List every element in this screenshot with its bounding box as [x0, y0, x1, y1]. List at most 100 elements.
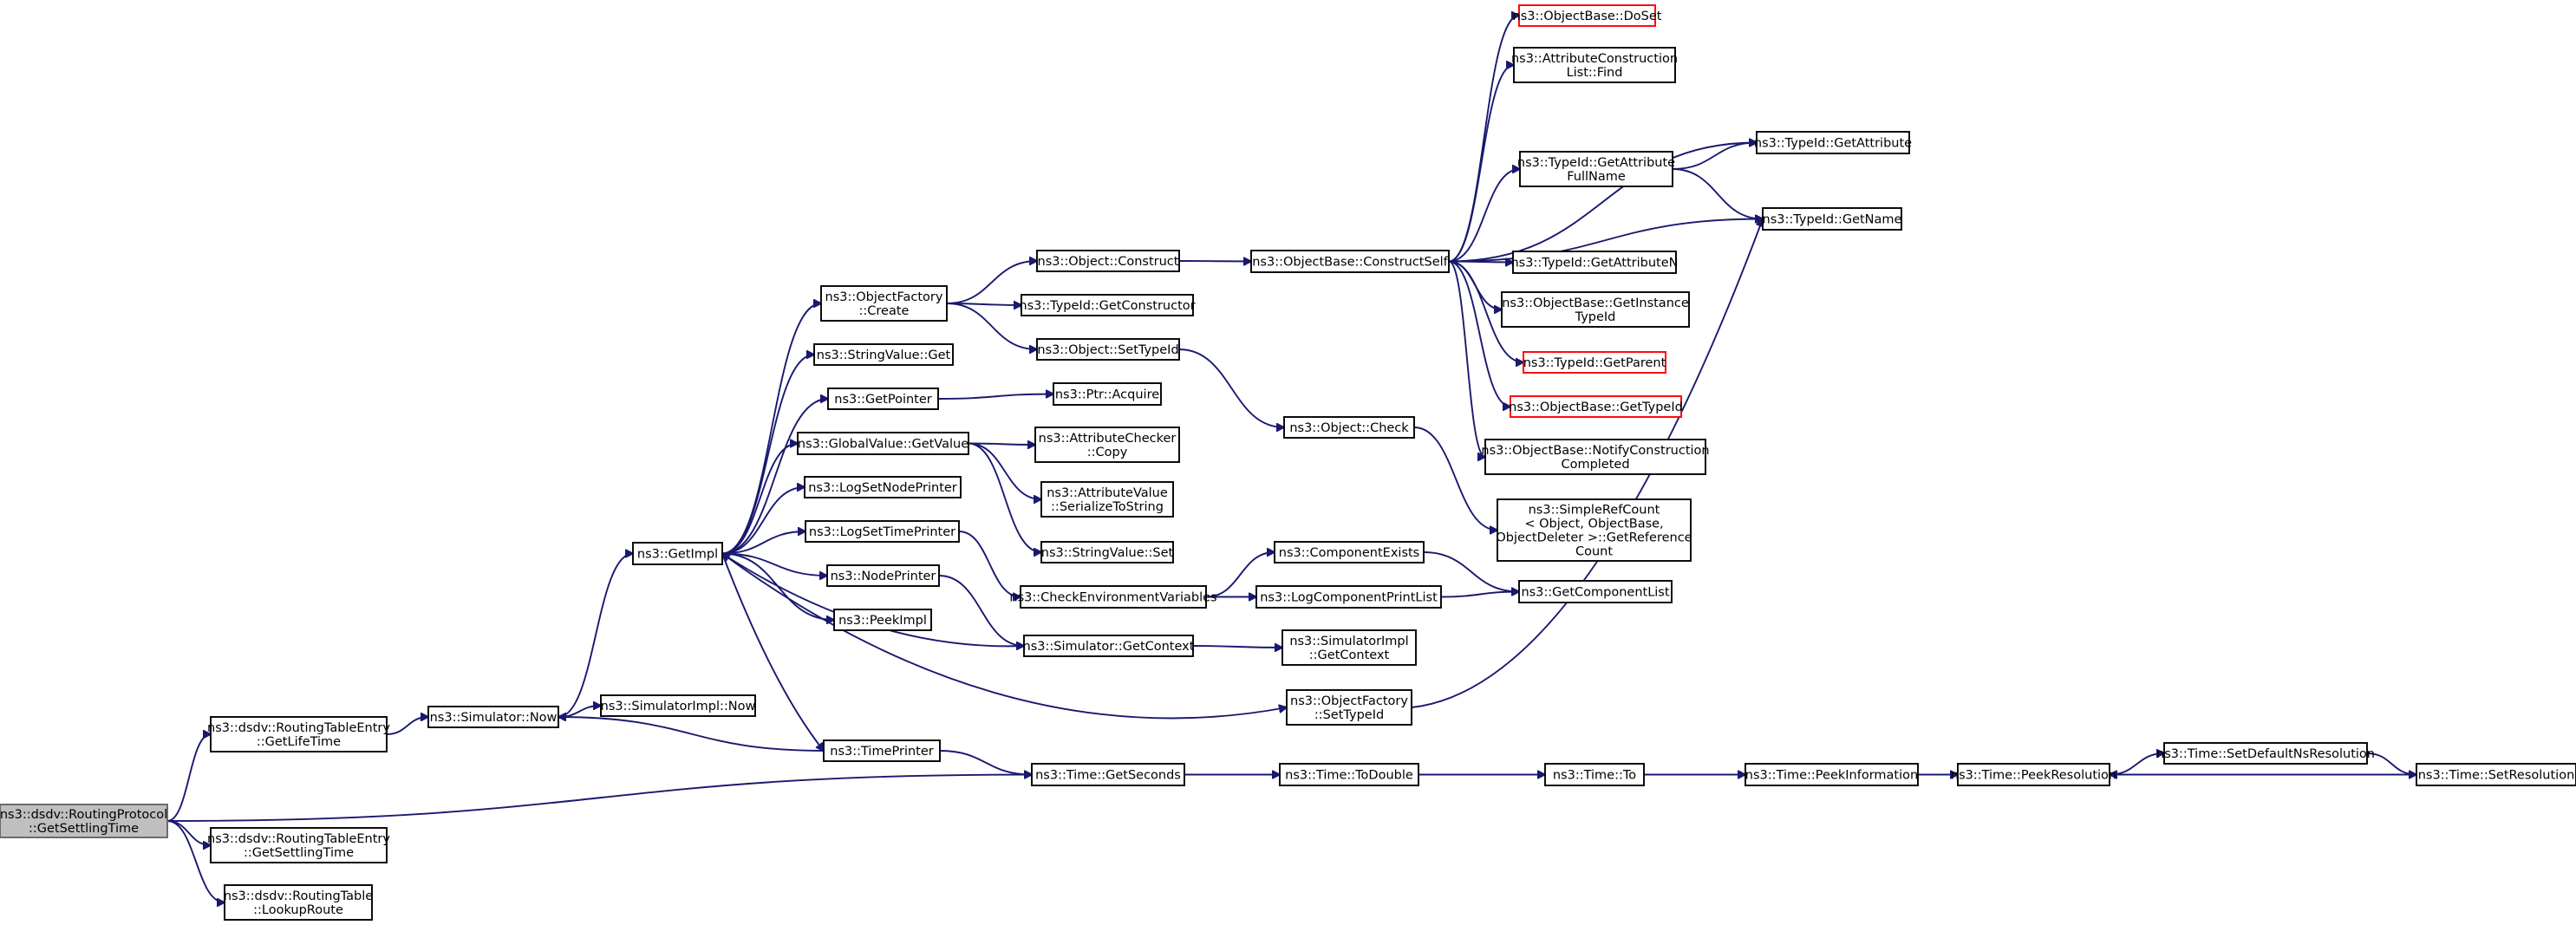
node-label: ::GetSettlingTime: [244, 846, 354, 860]
edge-objbase-constructself-to-objbase-notifyconstruction: [1448, 260, 1485, 458]
node-typeid-getattributen[interactable]: ns3::TypeId::GetAttributeN: [1510, 251, 1679, 274]
edge-objbase-constructself-to-objbase-doset: [1448, 16, 1519, 263]
node-label: ns3::LogComponentPrintList: [1260, 591, 1438, 605]
node-label: ns3::Time::PeekInformation: [1745, 769, 1918, 783]
edge-logcomponentprintlist-to-getcomponentlist: [1440, 592, 1519, 598]
edge-path: [1448, 65, 1514, 263]
node-stringvalue-get[interactable]: ns3::StringValue::Get: [813, 343, 954, 366]
edge-path: [1440, 592, 1519, 598]
node-label: ns3::dsdv::RoutingTable: [224, 889, 373, 903]
node-timeprinter[interactable]: ns3::TimePrinter: [823, 739, 941, 762]
edge-path: [558, 554, 633, 718]
edge-path: [1672, 168, 1763, 219]
node-time-to[interactable]: ns3::Time::To: [1544, 763, 1645, 786]
node-simplerefcount[interactable]: ns3::SimpleRefCount< Object, ObjectBase,…: [1496, 498, 1692, 562]
node-logcomponentprintlist[interactable]: ns3::LogComponentPrintList: [1255, 585, 1442, 609]
node-time-getseconds[interactable]: ns3::Time::GetSeconds: [1031, 763, 1185, 786]
edge-path: [968, 444, 1035, 446]
node-label: ns3::PeekImpl: [838, 614, 927, 628]
edge-getimpl-to-nodeprinter: [721, 552, 827, 576]
node-label: ::SerializeToString: [1051, 500, 1164, 514]
node-sim-getcontext[interactable]: ns3::Simulator::GetContext: [1023, 635, 1195, 657]
node-logsetnodeprinter[interactable]: ns3::LogSetNodePrinter: [804, 476, 962, 498]
node-object-construct[interactable]: ns3::Object::Construct: [1036, 250, 1180, 272]
edge-getimpl-to-objfactory-settypeid: [721, 552, 1287, 720]
node-label: ns3::TypeId::GetConstructor: [1019, 299, 1195, 313]
node-label: < Object, ObjectBase,: [1524, 518, 1663, 531]
edge-path: [721, 303, 821, 555]
node-nodeprinter[interactable]: ns3::NodePrinter: [826, 564, 940, 587]
node-box: [833, 609, 932, 631]
node-objbase-gettypeid[interactable]: ns3::ObjectBase::GetTypeId: [1509, 395, 1683, 418]
node-box: [827, 388, 939, 410]
node-box: [1283, 416, 1415, 439]
edge-path: [1205, 552, 1275, 598]
node-logsettimeprinter[interactable]: ns3::LogSetTimePrinter: [805, 520, 960, 543]
edge-path: [1448, 16, 1519, 263]
node-objbase-doset[interactable]: ns3::ObjectBase::DoSet: [1513, 4, 1662, 27]
node-rt-lookuproute[interactable]: ns3::dsdv::RoutingTable::LookupRoute: [224, 884, 373, 921]
node-box: [1020, 585, 1207, 609]
node-simimpl-now[interactable]: ns3::SimulatorImpl::Now: [600, 694, 756, 717]
node-objbase-constructself[interactable]: ns3::ObjectBase::ConstructSelf: [1250, 250, 1450, 273]
node-stringvalue-set[interactable]: ns3::StringValue::Set: [1040, 541, 1174, 563]
node-peekimpl[interactable]: ns3::PeekImpl: [833, 609, 932, 631]
node-objbase-notifyconstruction[interactable]: ns3::ObjectBase::NotifyConstructionCompl…: [1481, 439, 1710, 475]
node-label: ObjectDeleter >::GetReference: [1496, 531, 1692, 545]
node-rte-getlifetime[interactable]: ns3::dsdv::RoutingTableEntry::GetLifeTim…: [207, 716, 390, 752]
node-label: ::LookupRoute: [253, 903, 343, 917]
node-time-peekinformation[interactable]: ns3::Time::PeekInformation: [1745, 763, 1919, 786]
node-box: [1023, 635, 1194, 657]
node-label: ns3::Object::SetTypeId: [1037, 343, 1178, 357]
node-objfactory-create[interactable]: ns3::ObjectFactory::Create: [820, 285, 948, 322]
node-typeid-getparent[interactable]: ns3::TypeId::GetParent: [1523, 351, 1666, 374]
node-typeid-getattribute[interactable]: ns3::TypeId::GetAttribute: [1754, 131, 1912, 154]
node-box: [0, 804, 168, 838]
node-getcomponentlist[interactable]: ns3::GetComponentList: [1518, 580, 1673, 603]
node-time-todouble[interactable]: ns3::Time::ToDouble: [1279, 763, 1419, 786]
edge-path: [958, 531, 1021, 597]
node-label: ns3::TypeId::GetName: [1763, 213, 1902, 227]
node-object-check[interactable]: ns3::Object::Check: [1283, 416, 1415, 439]
edge-getimpl-to-stringvalue-get: [721, 355, 814, 555]
node-simimpl-getcontext[interactable]: ns3::SimulatorImpl::GetContext: [1281, 629, 1417, 666]
node-box: [210, 827, 388, 863]
node-time-setdefaultnsresolution[interactable]: ns3::Time::SetDefaultNsResolution: [2156, 742, 2375, 765]
node-object-settypeid[interactable]: ns3::Object::SetTypeId: [1036, 338, 1180, 361]
node-sim-now[interactable]: ns3::Simulator::Now: [427, 706, 559, 728]
node-box: [1031, 763, 1185, 786]
node-ptr-acquire[interactable]: ns3::Ptr::Acquire: [1053, 382, 1162, 406]
node-objfactory-settypeid[interactable]: ns3::ObjectFactory::SetTypeId: [1286, 689, 1412, 726]
node-label: Count: [1575, 545, 1613, 559]
node-getimpl[interactable]: ns3::GetImpl: [632, 542, 723, 565]
node-getpointer[interactable]: ns3::GetPointer: [827, 388, 939, 410]
node-attrchecker-copy[interactable]: ns3::AttributeChecker::Copy: [1034, 427, 1180, 463]
node-typeid-getname[interactable]: ns3::TypeId::GetName: [1762, 207, 1902, 231]
node-label: ns3::Time::SetDefaultNsResolution: [2156, 747, 2375, 761]
edge-getimpl-to-getpointer: [721, 399, 828, 555]
edge-path: [1448, 143, 1757, 263]
node-attrvalue-serialize[interactable]: ns3::AttributeValue::SerializeToString: [1040, 481, 1174, 518]
node-box: [2416, 763, 2576, 786]
node-typeid-getconstructor[interactable]: ns3::TypeId::GetConstructor: [1019, 294, 1196, 316]
node-root[interactable]: ns3::dsdv::RoutingProtocol::GetSettlingT…: [0, 804, 168, 838]
node-box: [1762, 207, 1902, 231]
node-label: ns3::Time::SetResolution: [2418, 769, 2575, 783]
node-time-setresolution[interactable]: ns3::Time::SetResolution: [2416, 763, 2576, 786]
node-componentexists[interactable]: ns3::ComponentExists: [1274, 541, 1425, 563]
node-box: [813, 343, 954, 366]
edge-path: [166, 820, 225, 902]
node-rte-getsettling[interactable]: ns3::dsdv::RoutingTableEntry::GetSettlin…: [207, 827, 390, 863]
node-time-peekresolution[interactable]: ns3::Time::PeekResolution: [1951, 763, 2116, 786]
edge-path: [1192, 646, 1282, 648]
node-checkenvvars[interactable]: ns3::CheckEnvironmentVariables: [1009, 585, 1217, 609]
node-globalvalue-getvalue[interactable]: ns3::GlobalValue::GetValue: [797, 432, 969, 455]
node-label: ns3::LogSetNodePrinter: [808, 481, 957, 495]
edge-path: [721, 552, 827, 576]
node-box: [427, 706, 559, 728]
edge-path: [558, 717, 825, 752]
node-label: ns3::StringValue::Get: [817, 349, 951, 362]
